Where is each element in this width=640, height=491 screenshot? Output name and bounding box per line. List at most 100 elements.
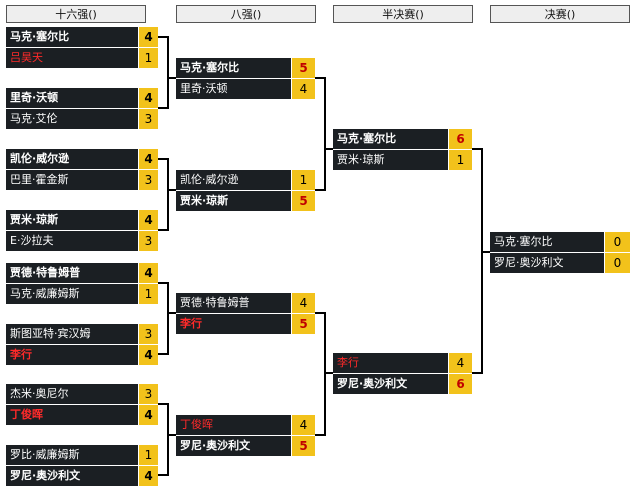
- player-score: 6: [448, 129, 472, 149]
- player-name: 马克·威廉姆斯: [6, 284, 138, 304]
- player-name: 里奇·沃顿: [6, 88, 138, 108]
- player-name: 贾德·特鲁姆普: [6, 263, 138, 283]
- player-score: 4: [291, 79, 315, 99]
- player-name: 巴里·霍金斯: [6, 170, 138, 190]
- player-name: 凯伦·威尔逊: [176, 170, 291, 190]
- player-name: 贾德·特鲁姆普: [176, 293, 291, 313]
- connector-r16-3: [158, 282, 176, 355]
- player-name: 李行: [6, 345, 138, 365]
- qf-m2-b[interactable]: 贾米·琼斯 5: [176, 191, 315, 211]
- player-score: 4: [138, 210, 158, 230]
- player-score: 5: [291, 58, 315, 78]
- final-a[interactable]: 马克·塞尔比 0: [490, 232, 630, 252]
- player-score: 4: [138, 149, 158, 169]
- player-score: 4: [138, 88, 158, 108]
- qf-m3-b[interactable]: 李行 5: [176, 314, 315, 334]
- player-score: 1: [138, 284, 158, 304]
- player-name: 罗比·威廉姆斯: [6, 445, 138, 465]
- r16-m2-a[interactable]: 里奇·沃顿 4: [6, 88, 158, 108]
- player-name: 丁俊晖: [176, 415, 291, 435]
- qf-m4-a[interactable]: 丁俊晖 4: [176, 415, 315, 435]
- player-score: 4: [138, 405, 158, 425]
- connector-qf-2: [315, 312, 333, 436]
- player-name: 罗尼·奥沙利文: [176, 436, 291, 456]
- player-score: 3: [138, 231, 158, 251]
- final-b[interactable]: 罗尼·奥沙利文 0: [490, 253, 630, 273]
- r16-m4-a[interactable]: 贾米·琼斯 4: [6, 210, 158, 230]
- player-score: 0: [604, 253, 630, 273]
- qf-m2-a[interactable]: 凯伦·威尔逊 1: [176, 170, 315, 190]
- player-name: 罗尼·奥沙利文: [6, 466, 138, 486]
- round-header-final: 决赛(): [490, 5, 630, 23]
- sf-m2-b[interactable]: 罗尼·奥沙利文 6: [333, 374, 472, 394]
- player-name: 贾米·琼斯: [6, 210, 138, 230]
- r16-m5-b[interactable]: 马克·威廉姆斯 1: [6, 284, 158, 304]
- player-score: 6: [448, 374, 472, 394]
- player-score: 4: [291, 415, 315, 435]
- r16-m7-a[interactable]: 杰米·奥尼尔 3: [6, 384, 158, 404]
- player-score: 3: [138, 384, 158, 404]
- player-name: 凯伦·威尔逊: [6, 149, 138, 169]
- player-score: 1: [138, 48, 158, 68]
- r16-m8-b[interactable]: 罗尼·奥沙利文 4: [6, 466, 158, 486]
- player-score: 3: [138, 170, 158, 190]
- player-score: 4: [138, 27, 158, 47]
- connector-r16-1: [158, 36, 176, 109]
- connector-r16-4: [158, 403, 176, 476]
- player-score: 1: [291, 170, 315, 190]
- player-name: 斯图亚特·宾汉姆: [6, 324, 138, 344]
- r16-m8-a[interactable]: 罗比·威廉姆斯 1: [6, 445, 158, 465]
- player-name: 李行: [176, 314, 291, 334]
- player-score: 5: [291, 314, 315, 334]
- qf-m1-a[interactable]: 马克·塞尔比 5: [176, 58, 315, 78]
- player-score: 3: [138, 324, 158, 344]
- player-score: 4: [138, 345, 158, 365]
- player-score: 1: [448, 150, 472, 170]
- player-name: 马克·塞尔比: [333, 129, 448, 149]
- sf-m1-b[interactable]: 贾米·琼斯 1: [333, 150, 472, 170]
- connector-sf: [472, 148, 490, 374]
- player-name: 里奇·沃顿: [176, 79, 291, 99]
- player-score: 5: [291, 436, 315, 456]
- r16-m6-a[interactable]: 斯图亚特·宾汉姆 3: [6, 324, 158, 344]
- connector-qf-1: [315, 77, 333, 191]
- r16-m1-b[interactable]: 吕昊天 1: [6, 48, 158, 68]
- connector-r16-2: [158, 158, 176, 231]
- r16-m7-b[interactable]: 丁俊晖 4: [6, 405, 158, 425]
- player-name: 杰米·奥尼尔: [6, 384, 138, 404]
- player-name: 罗尼·奥沙利文: [333, 374, 448, 394]
- sf-m1-a[interactable]: 马克·塞尔比 6: [333, 129, 472, 149]
- r16-m6-b[interactable]: 李行 4: [6, 345, 158, 365]
- player-name: 马克·塞尔比: [6, 27, 138, 47]
- r16-m5-a[interactable]: 贾德·特鲁姆普 4: [6, 263, 158, 283]
- player-score: 4: [138, 263, 158, 283]
- player-name: 马克·塞尔比: [176, 58, 291, 78]
- player-name: 马克·塞尔比: [490, 232, 604, 252]
- player-score: 4: [138, 466, 158, 486]
- qf-m4-b[interactable]: 罗尼·奥沙利文 5: [176, 436, 315, 456]
- qf-m3-a[interactable]: 贾德·特鲁姆普 4: [176, 293, 315, 313]
- player-name: 吕昊天: [6, 48, 138, 68]
- r16-m1-a[interactable]: 马克·塞尔比 4: [6, 27, 158, 47]
- qf-m1-b[interactable]: 里奇·沃顿 4: [176, 79, 315, 99]
- r16-m2-b[interactable]: 马克·艾伦 3: [6, 109, 158, 129]
- player-score: 1: [138, 445, 158, 465]
- r16-m3-a[interactable]: 凯伦·威尔逊 4: [6, 149, 158, 169]
- player-score: 4: [291, 293, 315, 313]
- r16-m4-b[interactable]: E·沙拉夫 3: [6, 231, 158, 251]
- sf-m2-a[interactable]: 李行 4: [333, 353, 472, 373]
- player-score: 5: [291, 191, 315, 211]
- player-name: 李行: [333, 353, 448, 373]
- r16-m3-b[interactable]: 巴里·霍金斯 3: [6, 170, 158, 190]
- player-score: 3: [138, 109, 158, 129]
- player-name: 罗尼·奥沙利文: [490, 253, 604, 273]
- player-name: 贾米·琼斯: [176, 191, 291, 211]
- round-header-sf: 半决赛(): [333, 5, 473, 23]
- player-score: 4: [448, 353, 472, 373]
- player-score: 0: [604, 232, 630, 252]
- player-name: 丁俊晖: [6, 405, 138, 425]
- round-header-r16: 十六强(): [6, 5, 146, 23]
- player-name: 马克·艾伦: [6, 109, 138, 129]
- player-name: E·沙拉夫: [6, 231, 138, 251]
